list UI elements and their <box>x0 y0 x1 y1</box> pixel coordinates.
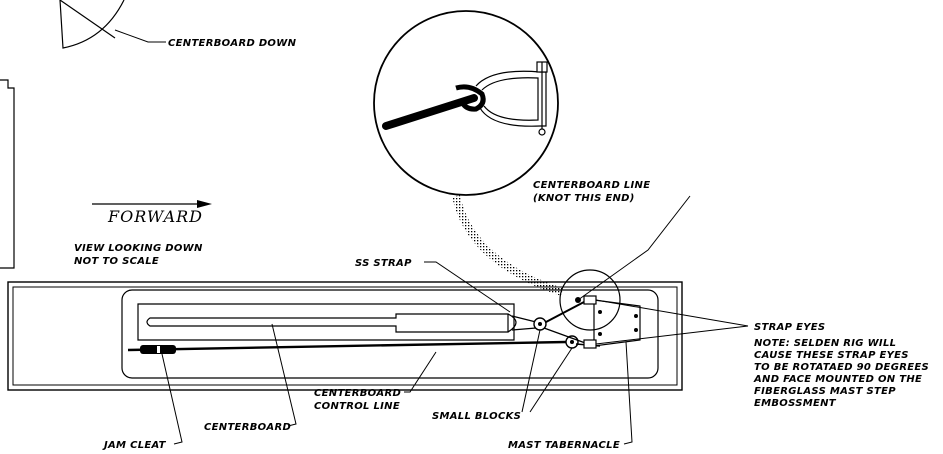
mast-tabernacle <box>593 299 641 347</box>
strap-eye-lower <box>583 339 597 349</box>
deck-outline <box>7 281 683 391</box>
knot-detail-circle <box>373 10 559 196</box>
note-line-2: CAUSE THESE STRAP EYES <box>754 350 909 361</box>
note-line-1: NOTE: SELDEN RIG WILL <box>754 338 896 349</box>
centerboard-down-sketch <box>59 0 166 49</box>
label-knot-this-end: (KNOT THIS END) <box>533 193 635 204</box>
strap-eye-upper <box>583 295 597 305</box>
label-centerboard-down: CENTERBOARD DOWN <box>168 38 297 49</box>
leader-lines <box>161 195 749 445</box>
note-line-3: TO BE ROTATAED 90 DEGREES <box>754 362 929 373</box>
label-strap-eyes: STRAP EYES <box>754 322 825 333</box>
note-line-4: AND FACE MOUNTED ON THE <box>753 374 922 385</box>
centerboard-slot <box>137 303 515 341</box>
label-not-to-scale: NOT TO SCALE <box>74 256 159 267</box>
label-centerboard: CENTERBOARD <box>204 422 291 433</box>
forward-arrow <box>92 200 212 208</box>
label-small-blocks: SMALL BLOCKS <box>432 411 521 422</box>
ss-strap <box>507 313 537 333</box>
label-control-line: CONTROL LINE <box>314 401 400 412</box>
detail-callout-arc <box>452 195 564 296</box>
label-mast-tabernacle: MAST TABERNACLE <box>508 440 620 451</box>
centerboard-control-line <box>127 301 601 352</box>
detail-source-circle <box>559 269 621 331</box>
label-ss-strap: SS STRAP <box>355 258 412 269</box>
label-centerboard-line: CENTERBOARD LINE <box>533 180 650 191</box>
label-jam-cleat: JAM CLEAT <box>102 440 167 451</box>
side-panel-outline <box>0 79 15 269</box>
centerboard-trunk <box>121 289 659 379</box>
jam-cleat <box>140 345 176 354</box>
label-view-looking-down: VIEW LOOKING DOWN <box>74 243 203 254</box>
label-forward: FORWARD <box>107 207 203 226</box>
note-line-6: EMBOSSMENT <box>754 398 837 409</box>
note-line-5: FIBERGLASS MAST STEP <box>754 386 896 397</box>
label-centerboard-control: CENTERBOARD <box>314 388 401 399</box>
